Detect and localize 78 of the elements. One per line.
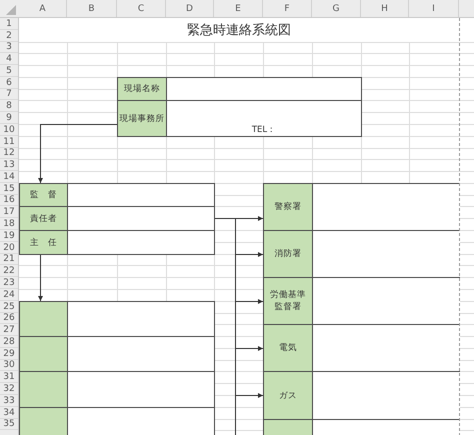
fill-in-cell bbox=[312, 419, 460, 435]
row-header: 32 bbox=[2, 383, 16, 394]
fill-in-cell bbox=[312, 324, 460, 372]
column-header: G bbox=[312, 0, 361, 17]
row-header: 31 bbox=[2, 371, 16, 382]
header-cell: 監 督 bbox=[19, 183, 68, 207]
title: 緊急時連絡系統図 bbox=[187, 22, 291, 38]
fill-in-cell bbox=[312, 371, 460, 420]
row-header: 33 bbox=[2, 395, 16, 406]
fill-in-cell: TEL： bbox=[166, 100, 362, 137]
row-header: 2 bbox=[5, 30, 13, 41]
header-cell: ガス bbox=[263, 371, 313, 420]
row-header: 7 bbox=[5, 89, 13, 99]
row-header: 20 bbox=[2, 242, 16, 253]
header-cell bbox=[19, 336, 68, 372]
row-header: 18 bbox=[2, 218, 16, 229]
header-cell: 責任者 bbox=[19, 206, 68, 231]
row-header: 15 bbox=[2, 183, 16, 194]
row-header: 13 bbox=[2, 159, 16, 170]
row-header: 5 bbox=[5, 65, 13, 76]
row-header: 28 bbox=[2, 336, 16, 347]
row-header: 16 bbox=[2, 195, 16, 205]
row-header: 9 bbox=[5, 112, 13, 123]
fill-in-cell bbox=[67, 336, 215, 372]
row-header: 26 bbox=[2, 313, 16, 323]
fill-in-cell bbox=[166, 77, 362, 101]
row-header: 21 bbox=[2, 254, 16, 264]
header-cell bbox=[263, 419, 313, 435]
fill-in-cell bbox=[67, 183, 215, 207]
row-header: 25 bbox=[2, 301, 16, 312]
column-header: I bbox=[409, 0, 459, 17]
fill-in-cell bbox=[67, 230, 215, 255]
fill-in-cell bbox=[67, 407, 215, 435]
fill-in-cell bbox=[312, 183, 460, 231]
arrow bbox=[38, 254, 43, 302]
header-cell bbox=[19, 371, 68, 408]
row-header: 11 bbox=[2, 136, 16, 147]
row-header: 24 bbox=[2, 289, 16, 300]
fill-in-cell bbox=[67, 371, 215, 408]
row-header: 1 bbox=[5, 18, 13, 29]
column-header: E bbox=[214, 0, 263, 17]
row-header: 27 bbox=[2, 324, 16, 335]
column-header: C bbox=[117, 0, 166, 17]
column-header: D bbox=[166, 0, 214, 17]
row-header: 19 bbox=[2, 230, 16, 241]
fill-in-cell bbox=[67, 301, 215, 337]
fill-in-cell bbox=[67, 206, 215, 231]
row-header: 35 bbox=[2, 419, 16, 429]
row-header: 3 bbox=[5, 42, 13, 52]
row-header: 14 bbox=[2, 171, 16, 182]
row-header: 22 bbox=[2, 265, 16, 276]
row-header: 17 bbox=[2, 206, 16, 217]
row-header: 23 bbox=[2, 277, 16, 288]
row-header: 6 bbox=[5, 77, 13, 88]
arrow bbox=[38, 124, 118, 184]
header-cell bbox=[19, 407, 68, 435]
fill-in-cell bbox=[312, 277, 460, 325]
row-header: 4 bbox=[5, 53, 13, 64]
arrow bbox=[214, 218, 264, 398]
header-cell: 消防署 bbox=[263, 230, 313, 278]
header-cell: 労働基準監督署 bbox=[263, 277, 313, 325]
row-header: 34 bbox=[2, 407, 16, 418]
column-header: F bbox=[263, 0, 312, 17]
fill-in-cell bbox=[312, 230, 460, 278]
header-cell: 現場事務所 bbox=[117, 100, 167, 137]
row-header: 30 bbox=[2, 360, 16, 370]
header-cell: 警察署 bbox=[263, 183, 313, 231]
row-header: 29 bbox=[2, 348, 16, 359]
header-cell: 主 任 bbox=[19, 230, 68, 255]
header-cell bbox=[19, 301, 68, 337]
row-header: 10 bbox=[2, 124, 16, 135]
column-header: A bbox=[19, 0, 67, 17]
header-cell: 現場名称 bbox=[117, 77, 167, 101]
row-header: 8 bbox=[5, 100, 13, 111]
row-header: 12 bbox=[2, 148, 16, 158]
column-header: B bbox=[67, 0, 117, 17]
header-cell: 電気 bbox=[263, 324, 313, 372]
column-header: H bbox=[361, 0, 409, 17]
